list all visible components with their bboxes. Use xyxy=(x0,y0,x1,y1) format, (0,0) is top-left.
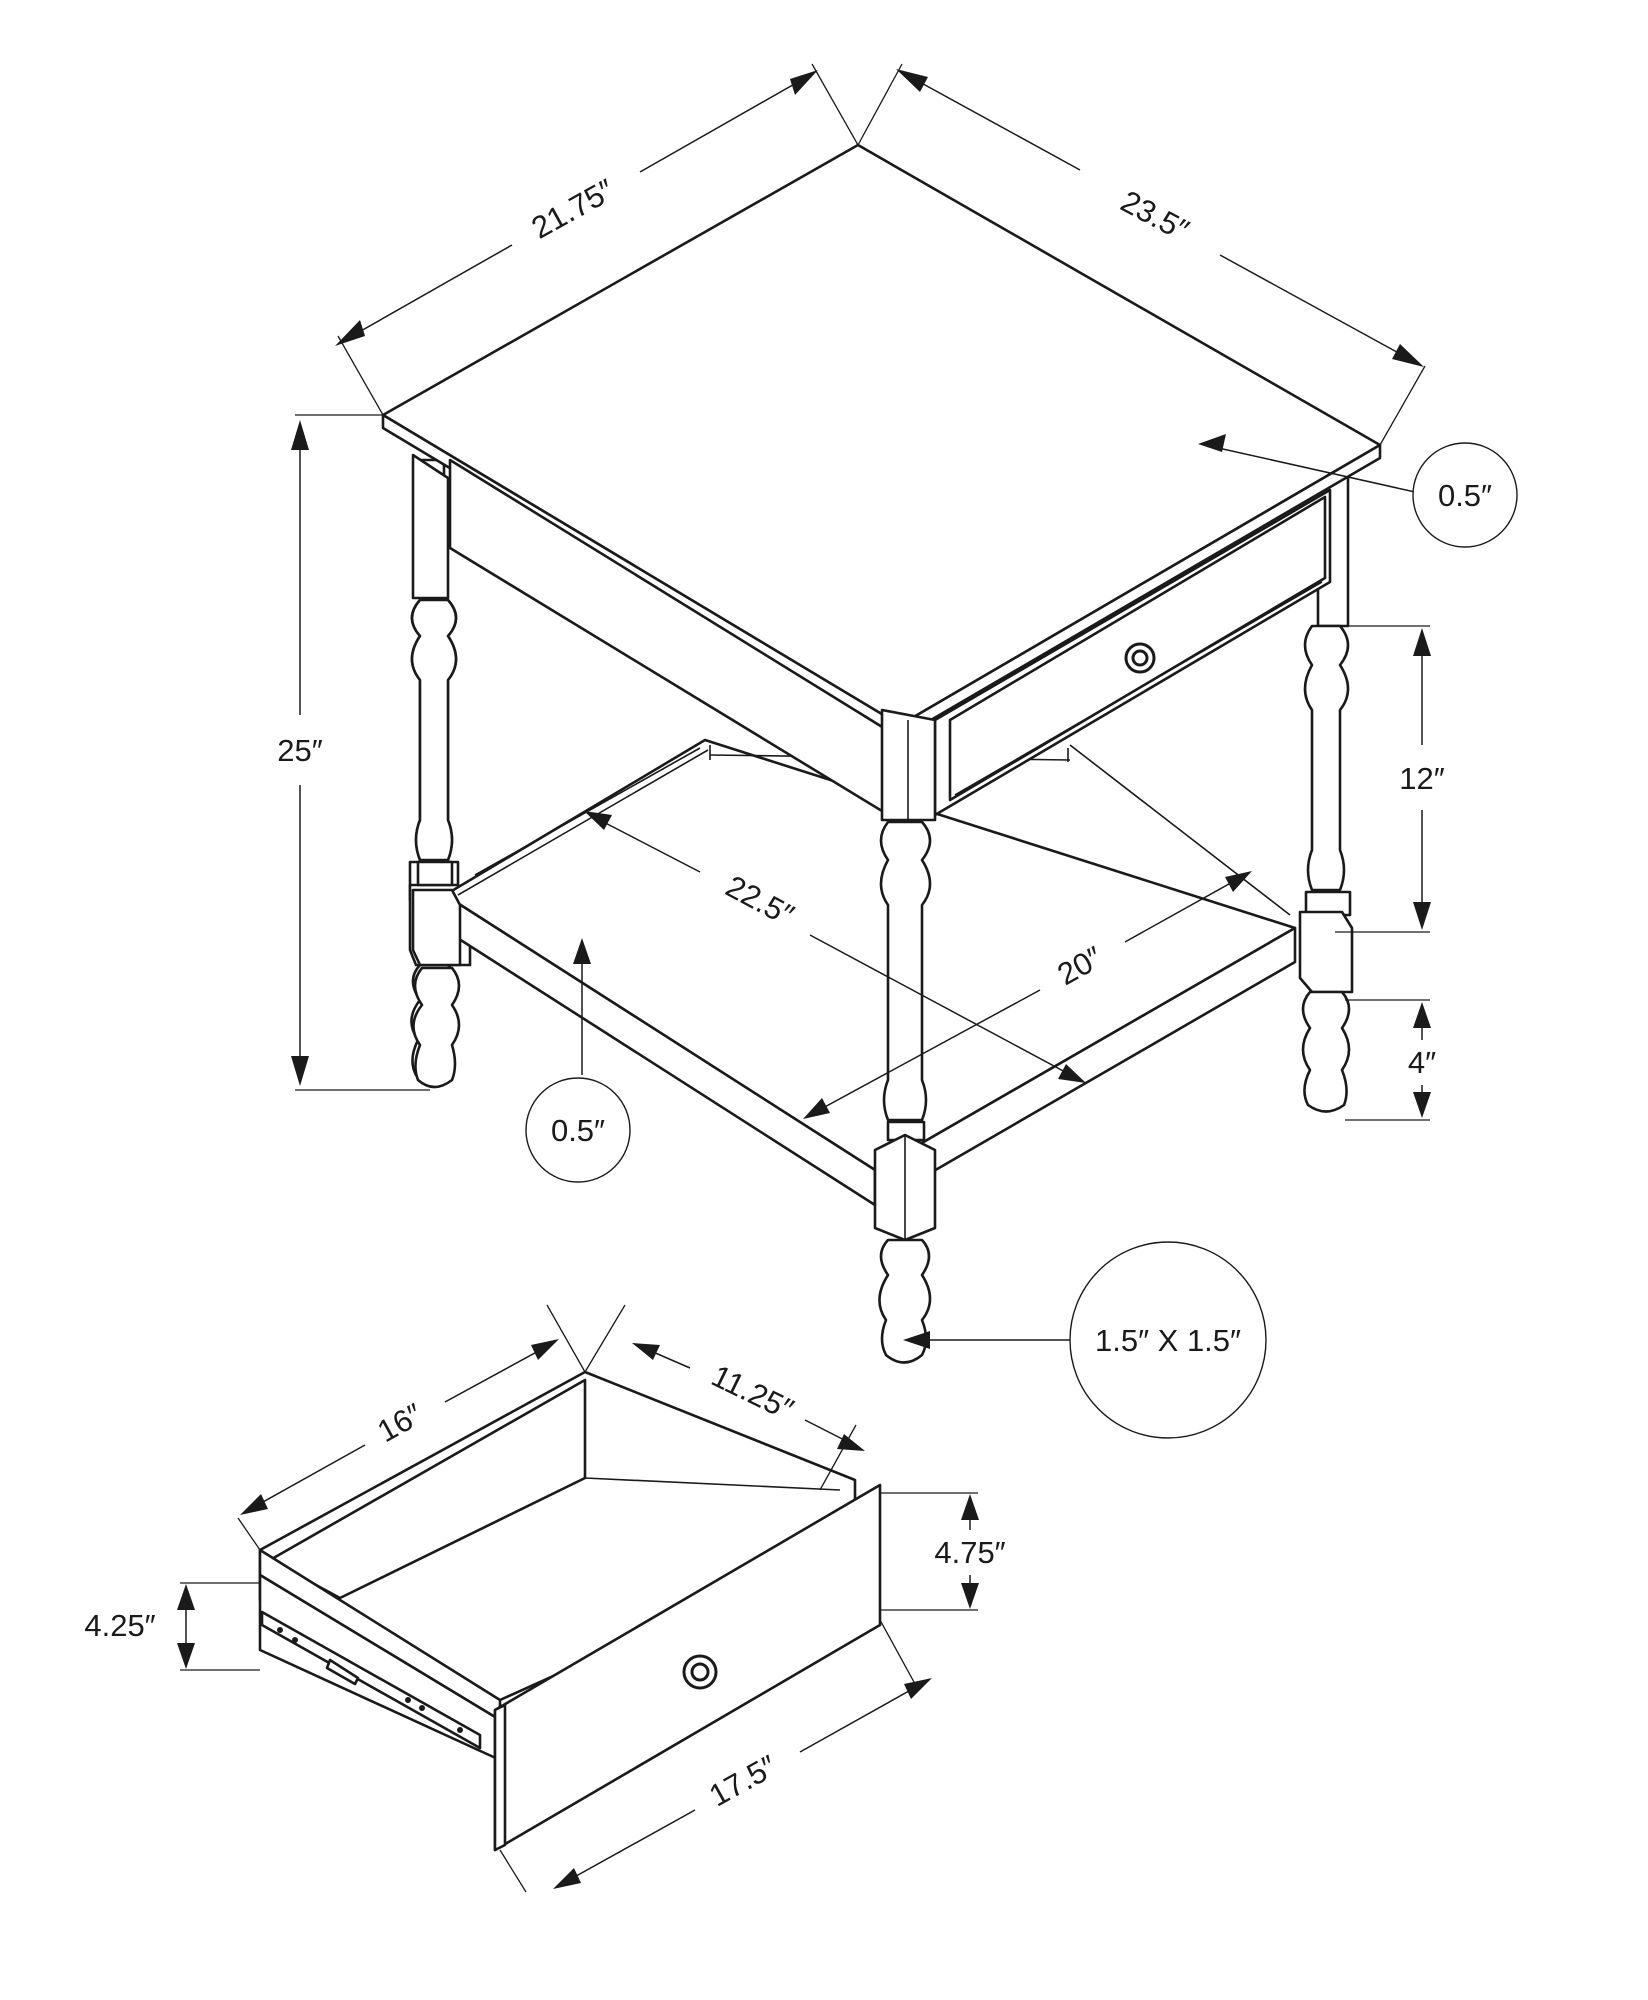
label-drawer-opening-height: 12″ xyxy=(1399,761,1444,796)
table-top xyxy=(381,143,1382,740)
leg-size-callout xyxy=(1069,1241,1267,1439)
label-top-depth: 23.5″ xyxy=(1115,184,1194,248)
top-thickness-callout xyxy=(1412,442,1518,548)
drawer xyxy=(258,1370,882,1852)
dimension-lines xyxy=(177,63,1431,1893)
side-table xyxy=(381,143,1382,1364)
label-drawer-front-width: 17.5″ xyxy=(703,1748,782,1813)
front-center-leg xyxy=(873,708,937,1364)
label-drawer-front-height: 4.75″ xyxy=(934,1535,1005,1570)
bottom-shelf xyxy=(443,738,1297,1207)
drawer-front xyxy=(948,495,1327,802)
label-shelf-clearance: 4″ xyxy=(1408,1045,1436,1080)
label-top-width: 21.75″ xyxy=(526,172,620,246)
label-shelf-thickness: 0.5″ xyxy=(551,1113,605,1148)
label-drawer-depth: 16″ xyxy=(372,1396,429,1449)
label-top-thickness: 0.5″ xyxy=(1438,478,1492,513)
shelf-thickness-callout xyxy=(525,1077,631,1183)
label-leg-size: 1.5″ X 1.5″ xyxy=(1095,1323,1241,1358)
label-drawer-inner-width: 11.25″ xyxy=(706,1358,799,1427)
label-overall-height: 25″ xyxy=(277,733,322,768)
label-drawer-box-height: 4.25″ xyxy=(84,1608,155,1643)
front-left-leg xyxy=(410,453,462,1089)
